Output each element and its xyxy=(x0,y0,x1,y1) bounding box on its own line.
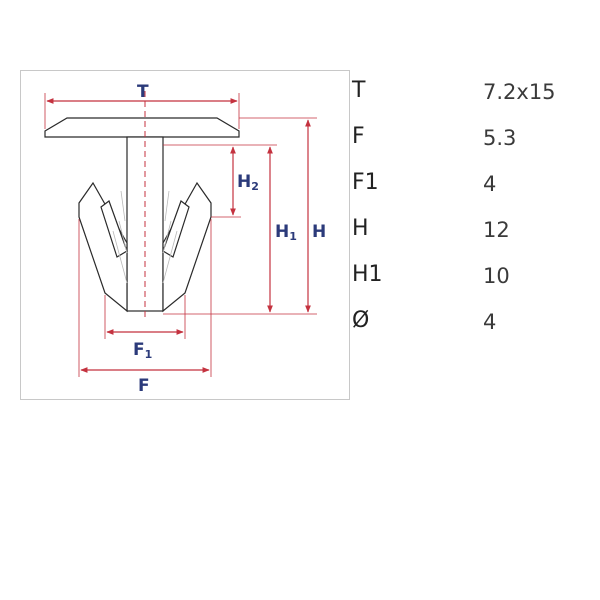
spec-row-diameter: Ø 4 xyxy=(352,304,592,350)
spec-key: T xyxy=(352,78,366,103)
spec-value: 4 xyxy=(483,310,497,334)
spec-key: Ø xyxy=(352,308,370,333)
spec-row-F: F 5.3 xyxy=(352,120,592,166)
clip-left-inner-blade xyxy=(100,200,128,258)
label-T: T xyxy=(137,82,149,102)
dimension-lines xyxy=(44,93,317,377)
spec-table: T 7.2x15 F 5.3 F1 4 H 12 H1 10 Ø 4 xyxy=(352,74,592,350)
spec-row-T: T 7.2x15 xyxy=(352,74,592,120)
clip-head xyxy=(44,117,240,138)
push-clip-outline xyxy=(44,117,240,313)
clip-drawing: T H2 H1 H F1 F xyxy=(44,82,326,396)
clip-shading xyxy=(112,190,178,284)
spec-key: H xyxy=(352,216,369,241)
clip-left-fin xyxy=(78,181,128,313)
label-F1: F1 xyxy=(133,340,152,361)
label-H: H xyxy=(312,222,326,242)
spec-key: H1 xyxy=(352,262,383,287)
spec-value: 5.3 xyxy=(483,126,517,150)
label-H1: H1 xyxy=(275,222,297,243)
spec-value: 7.2x15 xyxy=(483,80,556,104)
spec-row-H: H 12 xyxy=(352,212,592,258)
clip-right-inner-blade xyxy=(162,200,190,258)
spec-row-H1: H1 10 xyxy=(352,258,592,304)
spec-value: 10 xyxy=(483,264,510,288)
spec-key: F xyxy=(352,124,365,149)
spec-value: 12 xyxy=(483,218,510,242)
spec-row-F1: F1 4 xyxy=(352,166,592,212)
label-H2: H2 xyxy=(237,172,259,193)
label-F: F xyxy=(138,376,150,396)
spec-key: F1 xyxy=(352,170,379,195)
clip-dimension-diagram: T H2 H1 H F1 F xyxy=(20,70,350,400)
spec-value: 4 xyxy=(483,172,497,196)
